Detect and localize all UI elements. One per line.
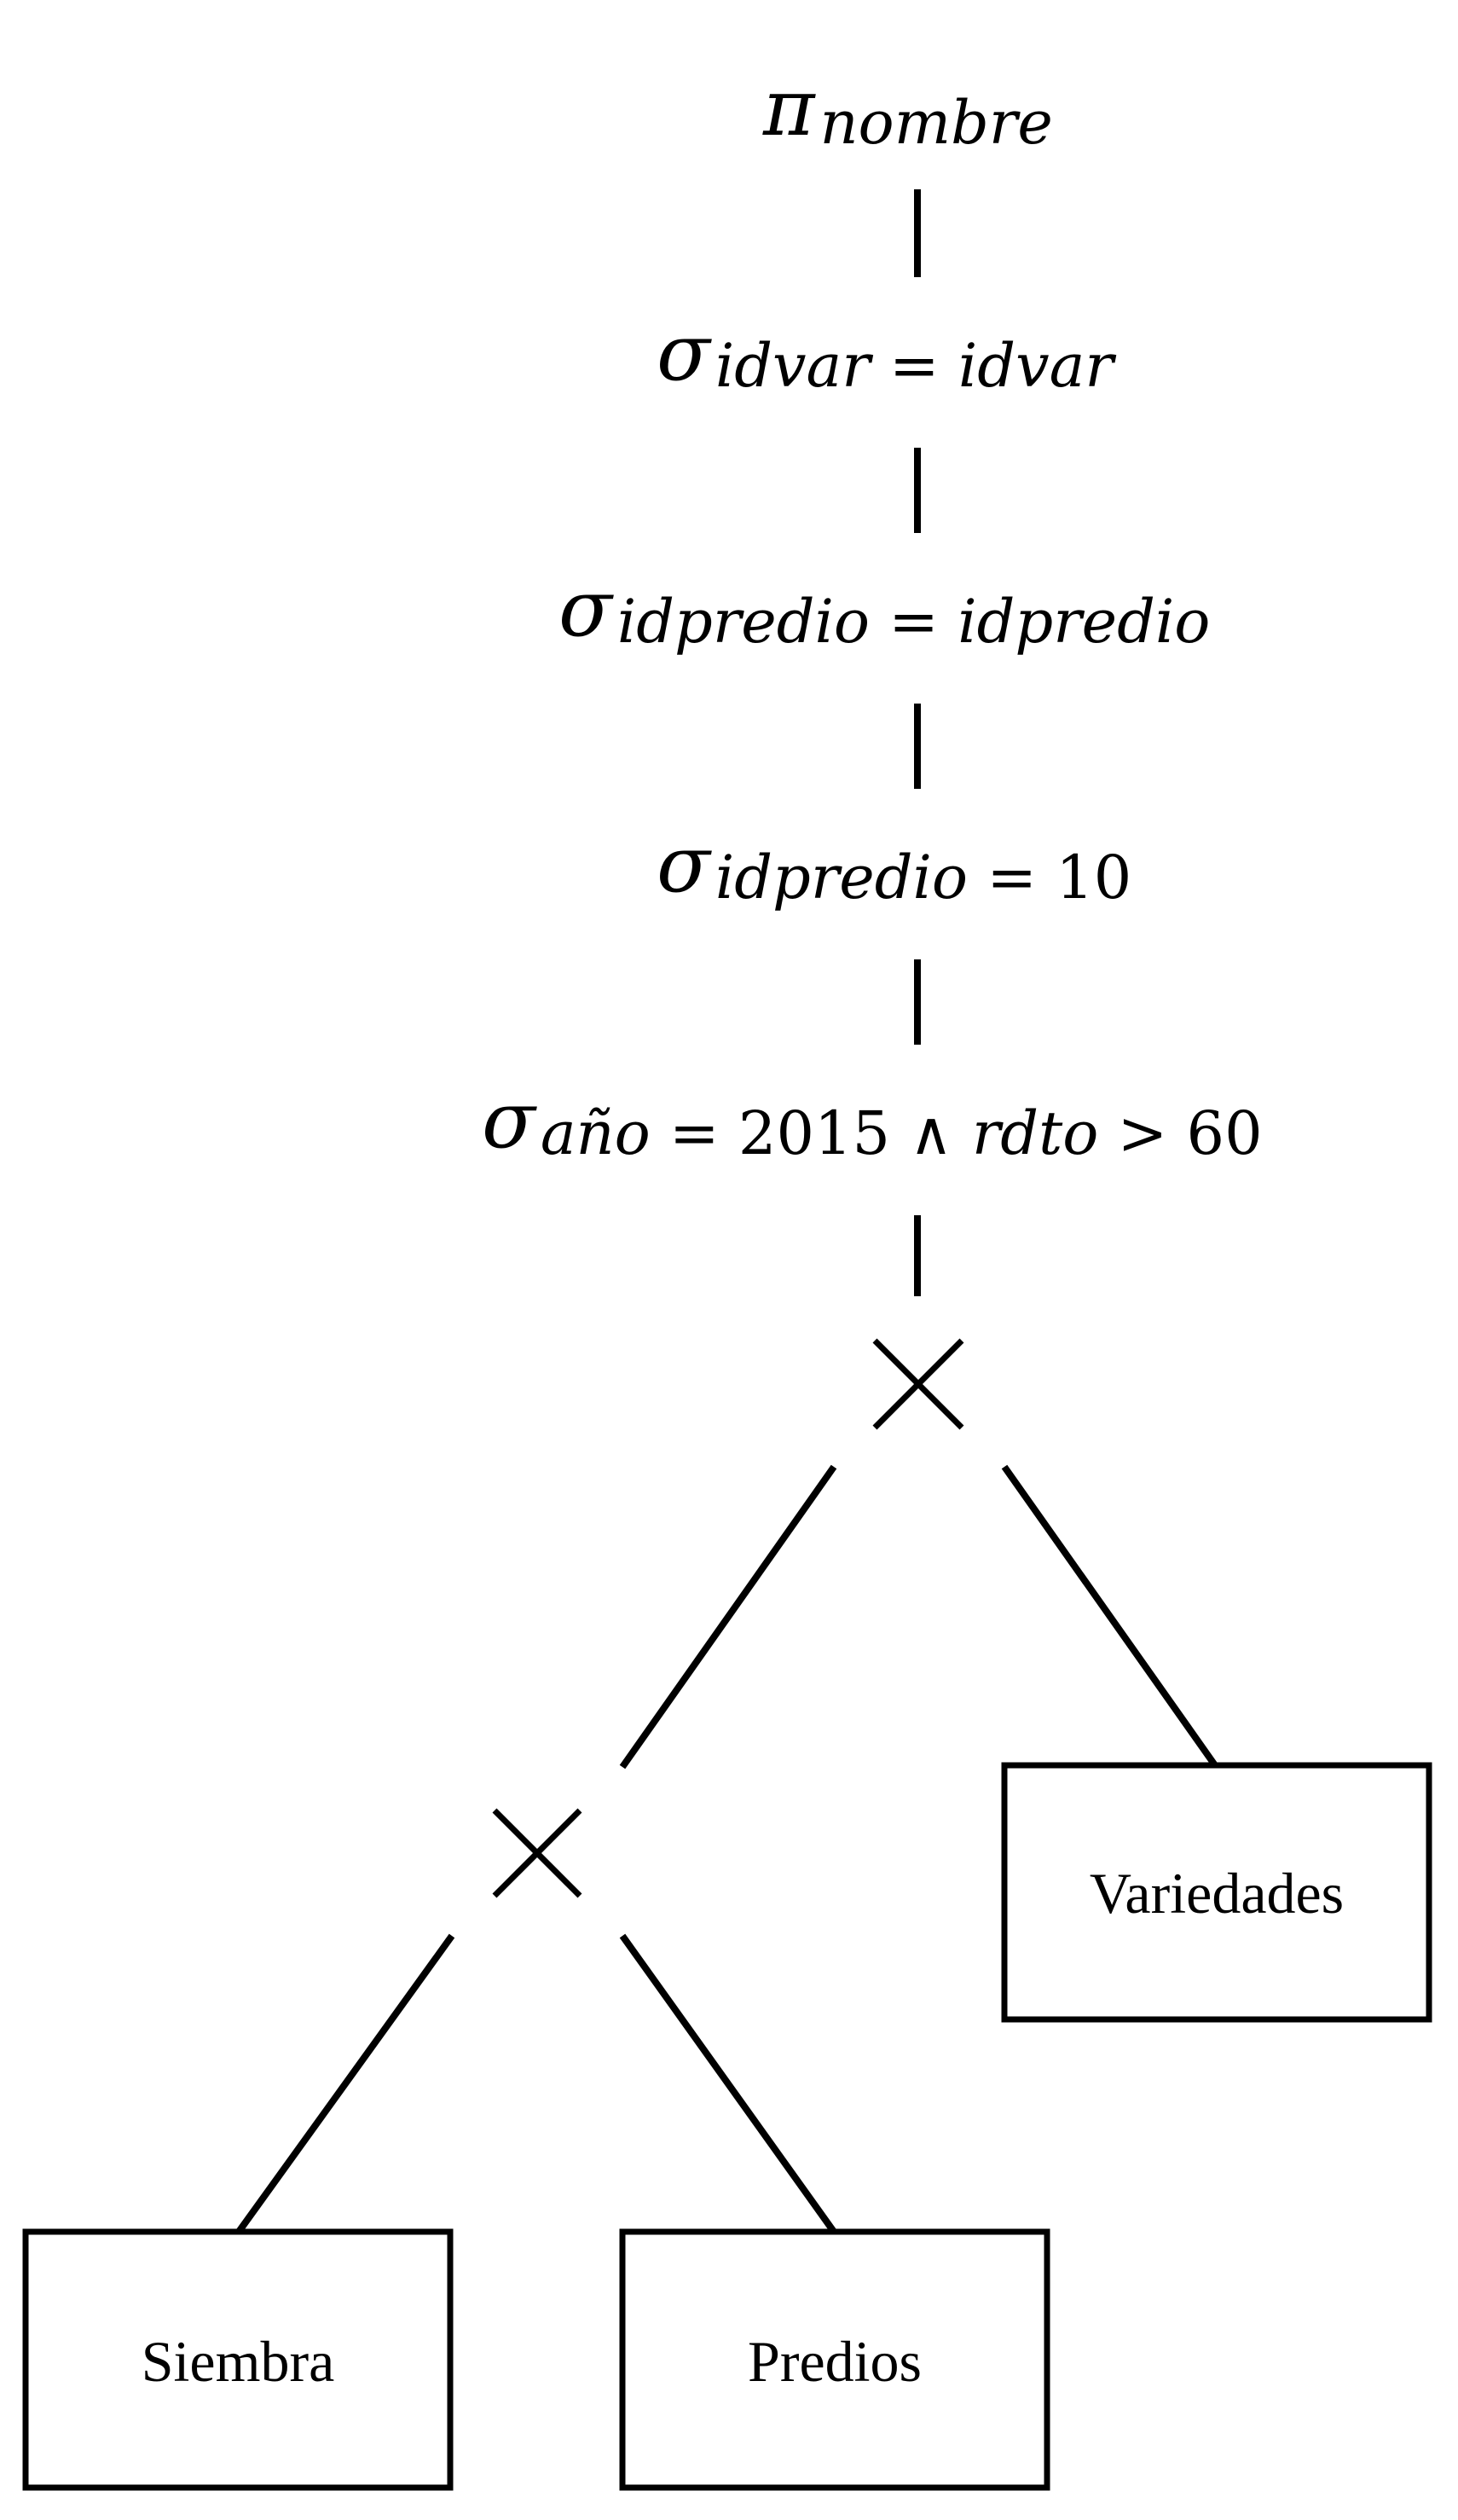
select-node-idvar: σidvar = idvar bbox=[657, 307, 1116, 401]
cross-product-top bbox=[872, 1338, 964, 1430]
projection-attribute: nombre bbox=[819, 88, 1052, 158]
sigma-symbol: σ bbox=[558, 563, 614, 654]
pi-symbol: π bbox=[762, 62, 816, 154]
relation-box-siembra bbox=[22, 2228, 454, 2491]
sigma-symbol: σ bbox=[482, 1075, 537, 1166]
select-condition-year: año bbox=[541, 1098, 651, 1168]
sigma-symbol: σ bbox=[657, 819, 712, 910]
select-node-idpredio-join: σidpredio = idpredio bbox=[558, 563, 1210, 657]
select-condition-year-value: = 2015 ∧ bbox=[651, 1098, 972, 1168]
select-condition-idpredio-join: idpredio = idpredio bbox=[617, 587, 1211, 657]
select-node-idpredio-10: σidpredio = 10 bbox=[657, 819, 1131, 912]
select-condition-rdto-value: > 60 bbox=[1098, 1098, 1262, 1168]
sigma-symbol: σ bbox=[657, 307, 712, 398]
relation-box-predios bbox=[619, 2228, 1050, 2491]
cross-product-bottom bbox=[492, 1808, 582, 1898]
edge-cross2-siembra bbox=[235, 1933, 455, 2234]
relation-label-variedades: Variedades bbox=[1090, 1861, 1344, 1926]
select-condition-idpredio: idpredio bbox=[715, 843, 968, 912]
edge-cross2-predios bbox=[619, 1933, 837, 2234]
select-condition-idvar: idvar = idvar bbox=[715, 331, 1117, 401]
select-condition-rdto: rdto bbox=[972, 1098, 1099, 1168]
relation-label-siembra: Siembra bbox=[142, 2329, 335, 2394]
projection-node: πnombre bbox=[762, 62, 1053, 158]
select-condition-value: = 10 bbox=[968, 843, 1131, 912]
relation-box-variedades bbox=[1001, 1762, 1432, 2023]
edge-cross1-variedades bbox=[1001, 1464, 1218, 1768]
edge-cross1-cross2 bbox=[619, 1464, 837, 1770]
select-node-year-rdto: σaño = 2015 ∧ rdto > 60 bbox=[482, 1075, 1263, 1168]
relation-label-predios: Predios bbox=[748, 2329, 922, 2394]
